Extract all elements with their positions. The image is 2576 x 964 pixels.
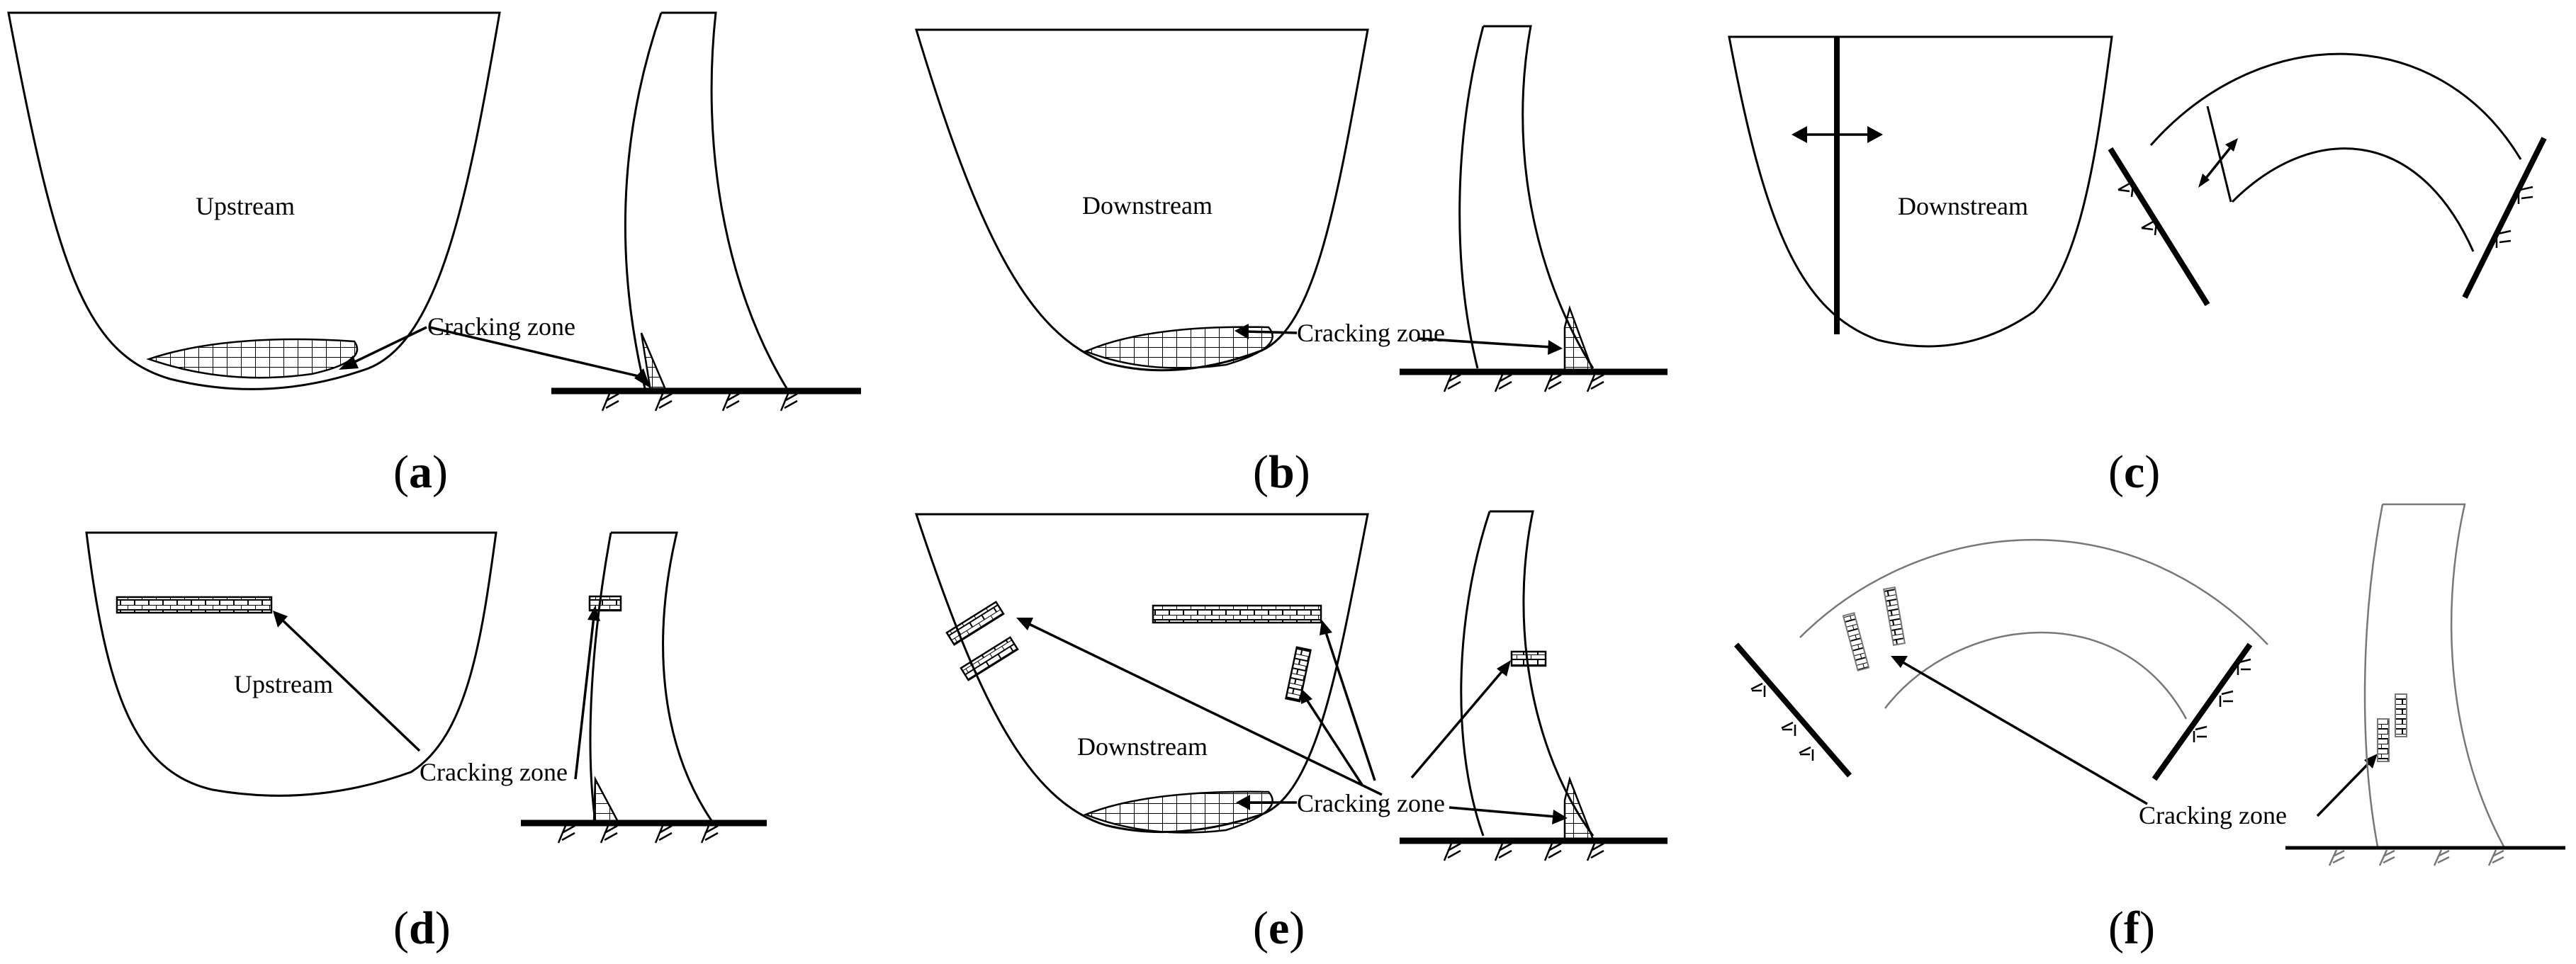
panel-caption: (a) xyxy=(393,446,448,498)
opening-arrow-head xyxy=(2198,174,2210,188)
crack-arrow-head xyxy=(1497,660,1511,676)
section-crack-hatch xyxy=(1510,650,1547,667)
crack-arrow xyxy=(2316,760,2372,817)
abutment-right xyxy=(2152,642,2253,781)
crack-arrow-head xyxy=(273,611,288,628)
opening-arrow-head xyxy=(2225,138,2238,152)
section-crack-hatch xyxy=(2377,718,2390,762)
panel-e: Downstream Cracking zone (e) xyxy=(914,510,1667,954)
crack-hatch xyxy=(1842,586,1906,671)
panel-caption: (b) xyxy=(1253,446,1310,498)
section-crack-hatch xyxy=(1563,305,1594,373)
crack-arrow-head xyxy=(1320,620,1332,635)
dam-face-outline xyxy=(914,28,1369,372)
crack-arrow xyxy=(1410,668,1505,779)
crack-label: Cracking zone xyxy=(420,758,568,786)
section-crack-hatch xyxy=(592,776,620,823)
cracking-zone-hatch xyxy=(1083,326,1273,369)
foundation-hatch-marks xyxy=(1443,842,1604,861)
crack-arrow-head xyxy=(1548,340,1563,355)
face-label: Upstream xyxy=(234,670,333,698)
crack-label: Cracking zone xyxy=(1297,319,1445,347)
crack-arrow xyxy=(1324,630,1376,781)
panel-c: Downstream (c) xyxy=(1728,35,2547,498)
inclined-crack-hatch xyxy=(945,601,1312,703)
crack-arrow xyxy=(348,326,427,366)
foundation-hatch-marks xyxy=(1443,373,1604,392)
dam-section-outline xyxy=(2363,503,2505,847)
section-crack-hatch xyxy=(588,595,622,612)
abutment-left xyxy=(1733,642,1852,778)
crack-arrow xyxy=(429,326,642,378)
dam-section-outline xyxy=(589,531,714,822)
panel-caption: (c) xyxy=(2108,446,2160,498)
abutment-right xyxy=(2462,137,2547,299)
foundation-hatch-marks xyxy=(2328,849,2504,866)
dam-face-outline xyxy=(1728,35,2113,348)
dam-section-outline xyxy=(624,11,788,389)
crack-arrow-head xyxy=(1016,618,1033,630)
crack-arrow xyxy=(1418,337,1551,348)
crack-arrow xyxy=(281,618,421,752)
panel-caption: (e) xyxy=(1253,902,1305,954)
foundation-hatch-marks xyxy=(557,824,719,844)
face-label: Downstream xyxy=(1077,732,1208,761)
panel-d: Upstream Cracking zone (d) xyxy=(85,531,767,954)
crack-label: Cracking zone xyxy=(2139,801,2287,829)
radial-joint xyxy=(2206,106,2232,203)
opening-arrow xyxy=(2203,144,2234,182)
opening-arrow-head-right xyxy=(1867,126,1883,143)
section-crack-hatch xyxy=(2395,693,2407,737)
face-label: Upstream xyxy=(196,192,295,220)
crack-arrow xyxy=(1304,697,1363,786)
crack-arrow xyxy=(1027,622,1383,796)
crack-arrow-head xyxy=(1236,795,1250,810)
crack-arrow xyxy=(1449,806,1556,818)
crack-arrow xyxy=(574,616,595,780)
foundation-hatch-marks xyxy=(601,392,798,412)
cracking-zone-hatch xyxy=(146,338,359,379)
abutment-hatch-marks xyxy=(2117,181,2533,248)
crack-arrow xyxy=(1245,330,1298,334)
horizontal-crack-hatch xyxy=(1152,604,1322,624)
abutment-hatch-marks xyxy=(1750,658,2251,761)
crack-label: Cracking zone xyxy=(1297,789,1445,817)
crack-arrow-head xyxy=(1234,324,1249,339)
cracking-zone-hatch xyxy=(1083,790,1273,834)
horizontal-crack-hatch xyxy=(116,596,273,614)
panel-f: Cracking zone (f) xyxy=(1733,503,2565,954)
dam-face-outline xyxy=(7,11,501,390)
dam-face-outline xyxy=(85,531,497,797)
face-label: Downstream xyxy=(1898,192,2028,220)
panel-a: Upstream Cracking zone (a) xyxy=(7,11,861,498)
crack-arrow xyxy=(1902,661,2148,805)
panel-caption: (d) xyxy=(393,902,451,954)
abutment-left xyxy=(2108,147,2210,307)
crack-arrow-head xyxy=(339,356,359,370)
panel-b: Downstream Cracking zone (b) xyxy=(914,25,1667,498)
opening-arrow-head-left xyxy=(1792,126,1807,143)
crack-arrow-head xyxy=(1552,810,1568,824)
arch-plan-outline xyxy=(2149,52,2522,252)
section-crack-hatch xyxy=(1563,776,1594,841)
crack-arrow-head xyxy=(1301,688,1312,704)
face-label: Downstream xyxy=(1082,191,1213,220)
panel-caption: (f) xyxy=(2108,902,2155,954)
crack-label: Cracking zone xyxy=(427,312,575,341)
crack-arrow-head xyxy=(1891,656,1908,668)
arch-plan-outline xyxy=(1799,538,2268,720)
crack-arrow-head xyxy=(2364,754,2378,769)
